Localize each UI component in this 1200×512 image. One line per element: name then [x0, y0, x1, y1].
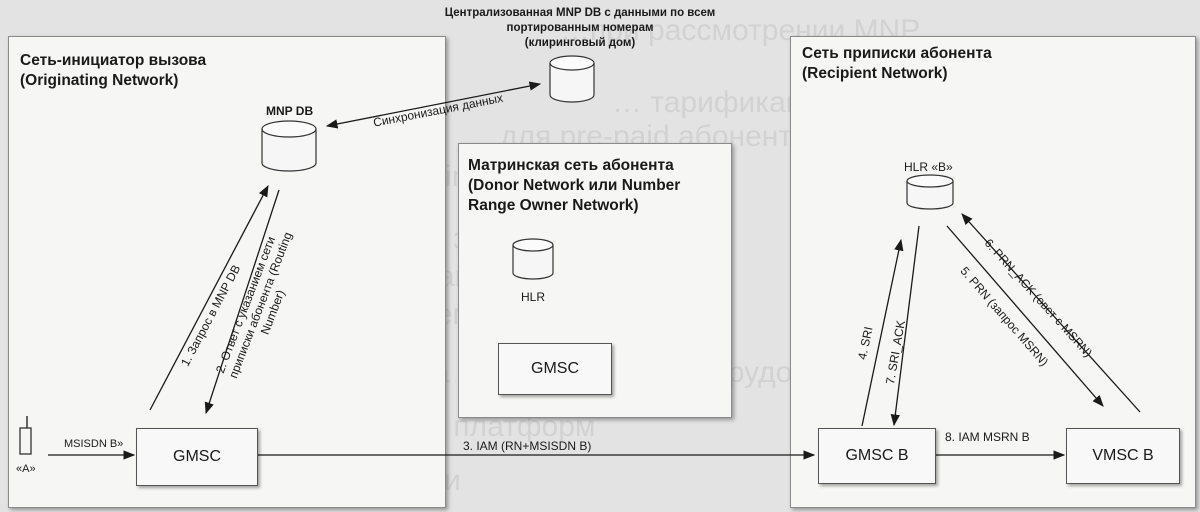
originating-network-title: Сеть-инициатор вызова (Originating Netwo… [20, 51, 206, 91]
gmsc-b-label: GMSC B [845, 447, 909, 464]
vmsc-b-label: VMSC B [1092, 447, 1154, 464]
gmsc-b-node: GMSC B [818, 428, 936, 484]
donor-title-line3: Range Owner Network) [468, 197, 639, 214]
clearing-house-line3: (клиринговый дом) [524, 37, 636, 49]
donor-gmsc-label: GMSC [531, 360, 579, 377]
step1-arrow [149, 184, 269, 411]
donor-network-title: Матринская сеть абонента (Donor Network … [468, 156, 680, 216]
clearing-house-line2: портированным номерам [506, 22, 654, 34]
step2-arrow [204, 189, 280, 415]
step8-label: 8. IAM MSRN B [945, 430, 1030, 444]
recipient-hlr-label: HLR «B» [904, 160, 953, 174]
donor-title-line2: (Donor Network или Number [468, 177, 681, 194]
central-mnp-db-icon [549, 55, 595, 103]
donor-hlr-label: HLR [521, 290, 546, 304]
originating-title-line2: (Originating Network) [20, 72, 179, 89]
recipient-title-line2: (Recipient Network) [802, 65, 948, 82]
donor-hlr-icon [512, 238, 554, 280]
donor-title-line1: Матринская сеть абонента [468, 157, 674, 174]
originating-title-line1: Сеть-инициатор вызова [20, 52, 207, 69]
subscriber-a-label: «A» [16, 463, 36, 475]
recipient-network-title: Сеть приписки абонента (Recipient Networ… [802, 44, 992, 84]
clearing-house-line1: Централизованная MNP DB с данными по все… [444, 7, 716, 19]
step3-label: 3. IAM (RN+MSISDN B) [463, 439, 592, 453]
step7-arrow [890, 225, 920, 427]
step5-arrow [946, 225, 1104, 407]
recipient-hlr-icon [906, 174, 954, 210]
subscriber-a-icon [19, 416, 32, 455]
sync-arrow [325, 81, 542, 129]
recipient-title-line1: Сеть приписки абонента [802, 45, 992, 62]
vmsc-b-node: VMSC B [1066, 428, 1180, 484]
originating-mnp-db-icon [261, 120, 317, 172]
originating-mnp-db-label: MNP DB [266, 104, 314, 118]
originating-gmsc-node: GMSC [136, 428, 258, 486]
clearing-house-caption: Централизованная MNP DB с данными по все… [400, 6, 760, 51]
donor-gmsc-node: GMSC [498, 343, 612, 395]
step4-arrow [861, 238, 904, 427]
step6-arrow [961, 213, 1141, 413]
msisdn-label: MSISDN B» [64, 438, 124, 450]
originating-gmsc-label: GMSC [173, 448, 221, 465]
